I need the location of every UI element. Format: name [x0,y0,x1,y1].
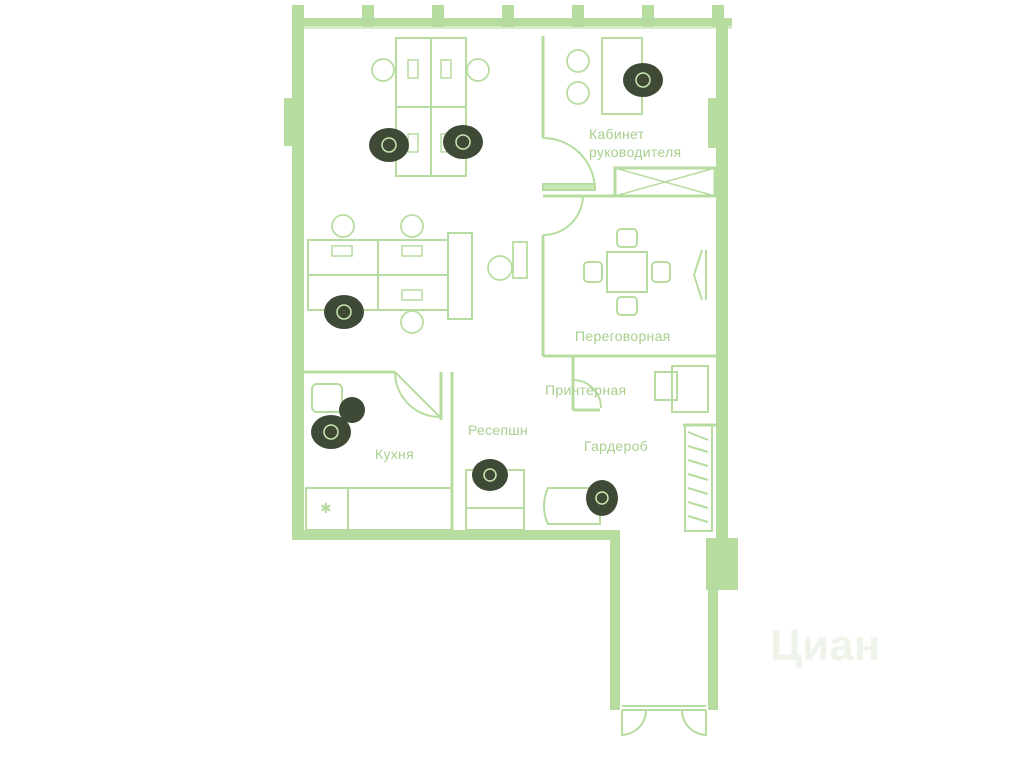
monitor-icon [331,245,423,301]
printer-icon [654,365,709,413]
wardrobe-seat [543,487,601,525]
kitchen-counter [305,383,453,531]
room-labels: Кабинет руководителя Переговорная Принте… [375,126,681,462]
label-director-line2: руководителя [589,144,681,160]
label-director-line1: Кабинет [589,126,645,142]
office-chair-icon [331,214,424,334]
label-meeting-room: Переговорная [575,328,671,344]
interior-walls [304,36,718,530]
label-wardrobe: Гардероб [584,438,648,454]
hanger-icon [684,424,713,532]
label-reception: Ресепшн [468,422,528,438]
table-icon [583,228,707,316]
desk-cluster-middle [307,232,473,320]
desk-cluster-top [395,37,467,177]
label-kitchen: Кухня [375,446,414,462]
window-icon [292,5,724,27]
watermark: Циан [770,621,880,670]
person-at-desk-icon [311,63,663,516]
sink-icon: ✱ [320,501,332,517]
person-detail [323,72,651,505]
label-printer-room: Принтерная [545,382,626,398]
plant-icon [487,241,528,281]
outer-walls [284,18,738,710]
office-chair-icon [371,49,590,105]
door-swing-icon [394,137,707,737]
